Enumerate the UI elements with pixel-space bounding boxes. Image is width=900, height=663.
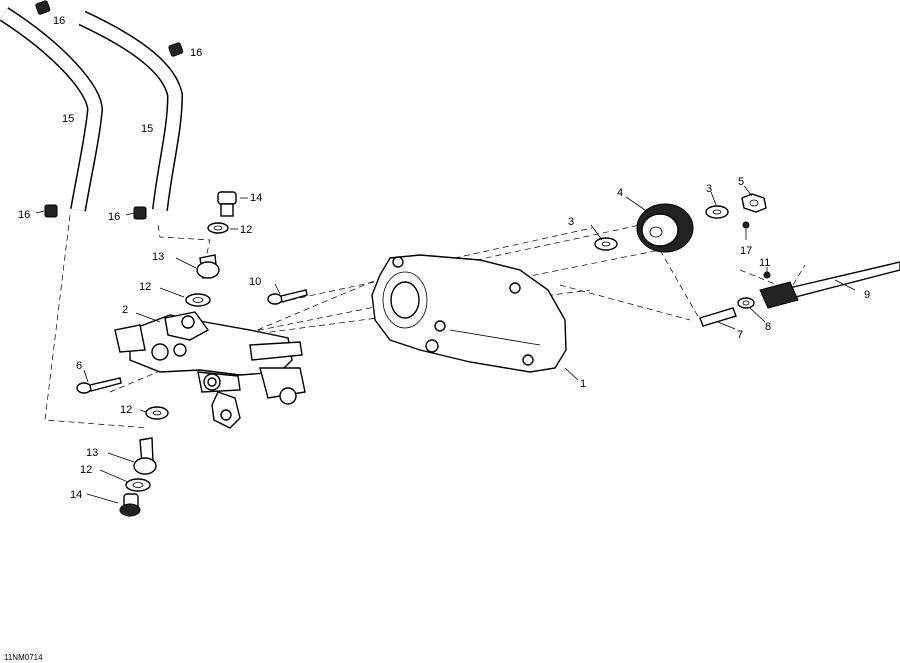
clamp-top-right bbox=[168, 42, 184, 57]
screw-10 bbox=[267, 289, 308, 305]
callout-17: 17 bbox=[740, 245, 752, 257]
callout-9: 9 bbox=[864, 289, 870, 301]
pump-shaft bbox=[759, 261, 900, 309]
callout-14-upper: 14 bbox=[250, 192, 262, 204]
callout-5: 5 bbox=[738, 176, 744, 188]
hose-right bbox=[78, 10, 184, 211]
callout-1: 1 bbox=[580, 378, 586, 390]
pin-11 bbox=[763, 271, 771, 279]
callout-12-lower: 12 bbox=[120, 404, 132, 416]
banjo-bolt-lower bbox=[119, 493, 141, 517]
washer-8 bbox=[737, 297, 755, 309]
banjo-bolt-upper bbox=[217, 191, 237, 217]
washer-3-upper bbox=[705, 205, 729, 219]
callout-2: 2 bbox=[122, 304, 128, 316]
washer-lower-1 bbox=[145, 406, 169, 420]
clamp-left-mid bbox=[44, 204, 58, 218]
pin-7 bbox=[699, 307, 737, 327]
callout-15-right: 15 bbox=[141, 123, 153, 135]
pump-cover bbox=[371, 254, 567, 373]
drive-gear bbox=[636, 203, 694, 253]
callout-16-top-right: 16 bbox=[190, 47, 202, 59]
banjo-fitting-lower bbox=[133, 437, 157, 475]
callout-7: 7 bbox=[737, 329, 743, 341]
pin-17 bbox=[742, 221, 750, 229]
clamp-top-left bbox=[35, 0, 51, 15]
washer-lower-2 bbox=[125, 478, 151, 492]
callout-6: 6 bbox=[76, 360, 82, 372]
callout-14-lower: 14 bbox=[70, 489, 82, 501]
washer-upper bbox=[207, 222, 229, 234]
washer-mid bbox=[185, 293, 211, 307]
callout-8: 8 bbox=[765, 321, 771, 333]
callout-4: 4 bbox=[617, 187, 623, 199]
banjo-fitting-upper bbox=[196, 254, 220, 279]
nut-5 bbox=[741, 193, 767, 213]
callout-12-upper: 12 bbox=[240, 224, 252, 236]
callout-16-mid-left: 16 bbox=[18, 209, 30, 221]
callout-12-mid: 12 bbox=[139, 281, 151, 293]
callout-12-bottom: 12 bbox=[80, 464, 92, 476]
callout-11: 11 bbox=[759, 257, 770, 269]
callout-10: 10 bbox=[249, 276, 261, 288]
screw-6 bbox=[76, 377, 122, 394]
clamp-right-mid bbox=[133, 206, 147, 220]
callout-16-top-left: 16 bbox=[53, 15, 65, 27]
hose-left bbox=[0, 7, 104, 212]
callout-3b: 3 bbox=[706, 183, 712, 195]
washer-3-lower bbox=[594, 237, 618, 251]
callout-3a: 3 bbox=[568, 216, 574, 228]
callout-15-left: 15 bbox=[62, 113, 74, 125]
callout-16-mid-right: 16 bbox=[108, 211, 120, 223]
callout-13-upper: 13 bbox=[152, 251, 164, 263]
figure-code: 11NM0714 bbox=[4, 653, 43, 662]
callout-13-lower: 13 bbox=[86, 447, 98, 459]
oil-pump-body bbox=[114, 311, 306, 429]
